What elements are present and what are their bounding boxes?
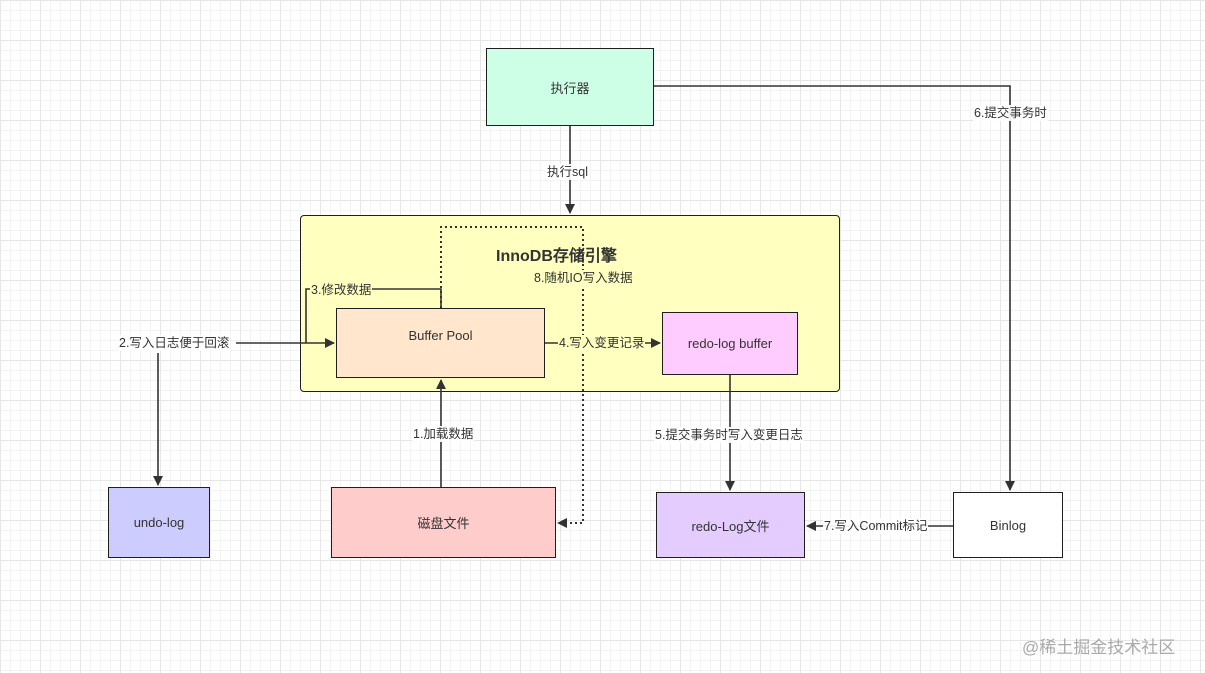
buffer-pool-label: Buffer Pool	[408, 328, 473, 343]
label-commit-tx: 6.提交事务时	[973, 105, 1048, 121]
redo-log-file-label: redo-Log文件	[691, 518, 770, 534]
disk-file-label: 磁盘文件	[417, 516, 470, 531]
label-random-io-write: 8.随机IO写入数据	[533, 270, 634, 286]
undo-log-label: undo-log	[133, 515, 185, 530]
disk-file-box: 磁盘文件	[331, 487, 556, 558]
executor-label: 执行器	[550, 80, 590, 96]
label-commit-write-log: 5.提交事务时写入变更日志	[654, 427, 804, 443]
binlog-box: Binlog	[953, 492, 1063, 558]
redo-log-file-box: redo-Log文件	[656, 492, 805, 558]
redo-log-buffer-label: redo-log buffer	[687, 336, 773, 351]
redo-log-buffer-box: redo-log buffer	[662, 312, 798, 375]
watermark-text: @稀土掘金技术社区	[1022, 638, 1176, 657]
label-write-change-record: 4.写入变更记录	[558, 335, 646, 351]
edge-modify-data	[305, 288, 442, 343]
label-write-undo: 2.写入日志便于回滚	[118, 335, 231, 351]
label-write-commit-mark: 7.写入Commit标记	[823, 518, 929, 534]
engine-title: InnoDB存储引擎	[496, 248, 617, 265]
label-load-data: 1.加载数据	[412, 426, 475, 442]
undo-log-box: undo-log	[108, 487, 210, 558]
label-modify-data: 3.修改数据	[310, 282, 373, 298]
binlog-label: Binlog	[989, 517, 1027, 533]
edge-commit-tx	[654, 85, 1015, 491]
label-exec-sql: 执行sql	[546, 164, 589, 180]
buffer-pool-box: Buffer Pool	[336, 308, 545, 378]
executor-box: 执行器	[486, 48, 654, 126]
